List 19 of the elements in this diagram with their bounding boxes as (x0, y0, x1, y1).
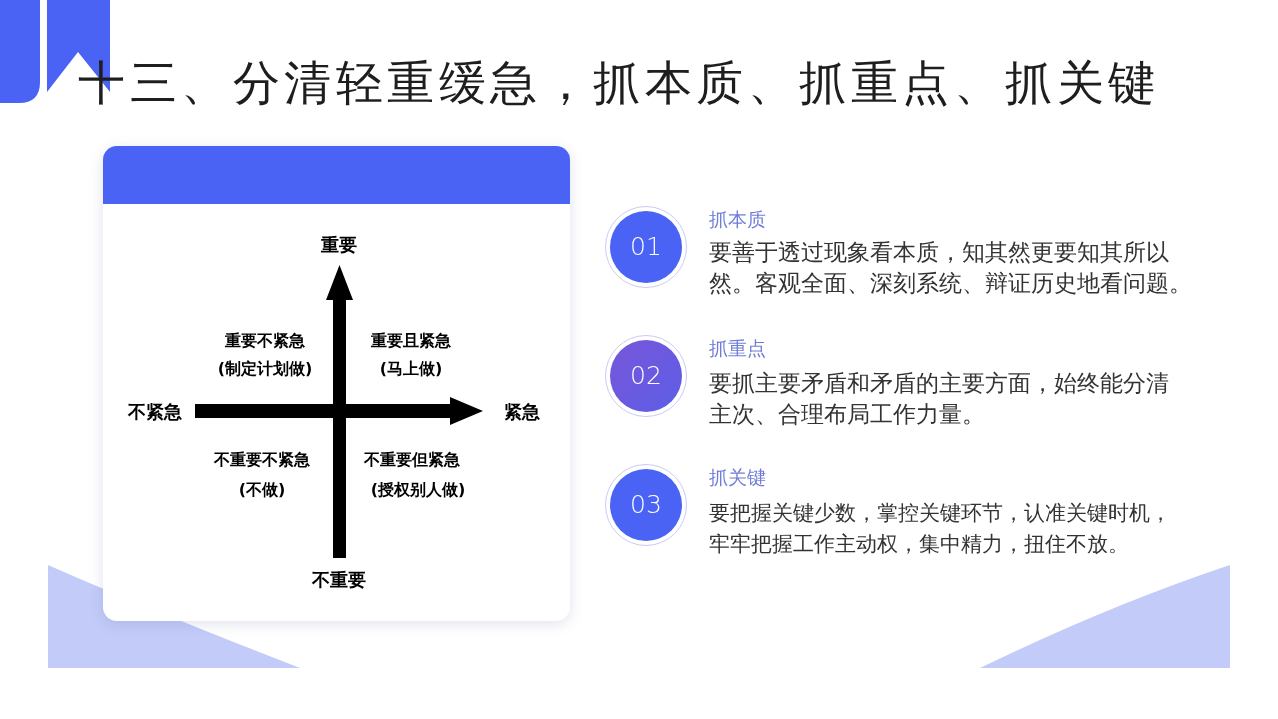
quadrant-note: (马上做) (379, 359, 443, 379)
quadrant-note: (不做) (238, 480, 286, 500)
item-heading: 抓重点 (709, 336, 766, 360)
axis-label: 不紧急 (128, 401, 182, 423)
item-heading: 抓关键 (709, 465, 766, 489)
item-description: 要善于透过现象看本质，知其然更要知其所以然。客观全面、深刻系统、辩证历史地看问题。 (709, 238, 1193, 298)
axis-label: 重要 (321, 234, 357, 256)
axis-label: 不重要 (312, 569, 366, 591)
quadrant-label: 不重要不紧急 (214, 450, 310, 470)
item-description: 要把握关键少数，掌控关键环节，认准关键时机，牢牢把握工作主动权，集中精力，扭住不放。 (709, 500, 1171, 558)
quadrant-label: 重要且紧急 (371, 331, 451, 351)
quadrant-note: (制定计划做) (217, 359, 313, 379)
axis-label: 紧急 (504, 401, 540, 423)
item-heading: 抓本质 (709, 207, 766, 231)
quadrant-note: (授权别人做) (370, 480, 466, 500)
quadrant-label: 不重要但紧急 (364, 450, 460, 470)
quadrant-label: 重要不紧急 (225, 331, 305, 351)
item-description: 要抓主要矛盾和矛盾的主要方面，始终能分清主次、合理布局工作力量。 (709, 369, 1170, 429)
slide-title: 十三、分清轻重缓急，抓本质、抓重点、抓关键 (78, 56, 1160, 111)
